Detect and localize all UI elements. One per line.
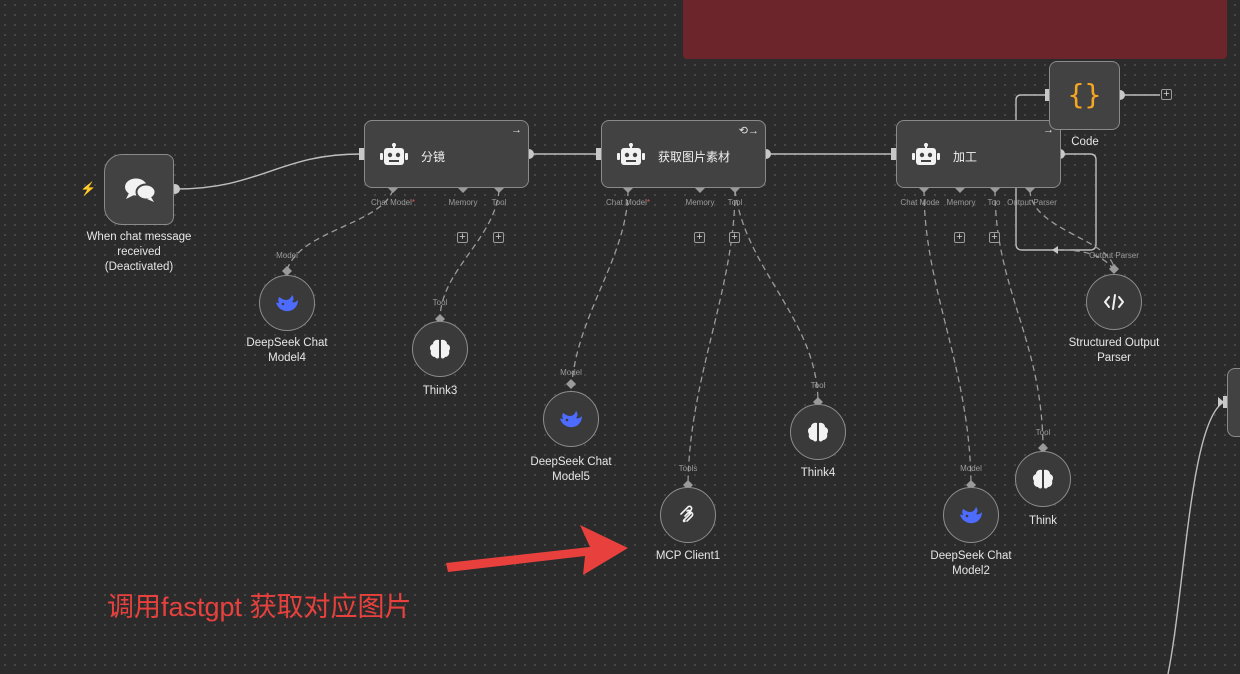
add-next-node-button[interactable]: + xyxy=(1161,89,1172,100)
subnode-port-label: Output Parser xyxy=(1089,251,1139,260)
port-label-chat-model: Chat Model* xyxy=(370,198,416,207)
dash-agent3-parser xyxy=(1029,189,1115,271)
add-memory-button[interactable]: + xyxy=(954,232,965,243)
dash-agent2-tool xyxy=(734,189,819,404)
dash-agent3-tool xyxy=(994,189,1044,451)
agent-node-process[interactable]: 加工 → xyxy=(896,120,1061,188)
subnode-port-label: Model xyxy=(276,251,298,260)
think-node[interactable] xyxy=(1015,451,1071,507)
add-memory-button[interactable]: + xyxy=(694,232,705,243)
dash-agent1-model xyxy=(286,189,394,271)
chat-trigger-node[interactable] xyxy=(104,154,174,225)
agent-title: 获取图片素材 xyxy=(658,150,731,164)
port-label-tool: Tool xyxy=(727,198,743,207)
deepseek-whale-icon xyxy=(960,507,982,524)
add-memory-button[interactable]: + xyxy=(457,232,468,243)
subnode-port-label: Model xyxy=(560,368,582,377)
partial-node-right[interactable] xyxy=(1227,368,1240,437)
code-node[interactable]: {} xyxy=(1049,61,1120,130)
subnode-port-label: Tool xyxy=(1035,428,1051,437)
structured-output-parser-node[interactable] xyxy=(1086,274,1142,330)
add-tool-button[interactable]: + xyxy=(729,232,740,243)
chat-bubbles-icon xyxy=(125,178,157,202)
subnode-port-label: Tool xyxy=(810,381,826,390)
add-tool-button[interactable]: + xyxy=(989,232,1000,243)
subnode-port-label: Tool xyxy=(432,298,448,307)
agent-node-fetch-images[interactable]: 获取图片素材 ⟲→ xyxy=(601,120,766,188)
dash-agent1-tool xyxy=(439,189,500,321)
annotation-arrow xyxy=(446,525,628,575)
subnode-label: Think4 xyxy=(800,467,836,479)
connection-right-edge xyxy=(1167,401,1225,674)
code-tag-icon xyxy=(1104,294,1124,310)
mcp-icon xyxy=(680,505,694,523)
code-node-label: Code xyxy=(1071,136,1099,148)
port-label-chat-model: Chat Mode xyxy=(900,198,940,207)
port-label-memory: Memory xyxy=(946,198,976,207)
add-tool-button[interactable]: + xyxy=(493,232,504,243)
robot-icon xyxy=(380,143,408,165)
brain-icon xyxy=(429,339,451,359)
deepseek-model2-node[interactable] xyxy=(943,487,999,543)
dash-agent3-model xyxy=(923,189,972,489)
subnode-port-label: Tools xyxy=(678,464,698,473)
arrow-right-icon: → xyxy=(1043,124,1054,136)
mcp-client1-node[interactable] xyxy=(660,487,716,543)
port-label-chat-model: Chat Model* xyxy=(605,198,651,207)
think4-node[interactable] xyxy=(790,404,846,460)
arrow-right-icon: → xyxy=(511,124,522,136)
port-label-output-parser: Output Parser xyxy=(1007,198,1057,207)
loop-arrow-icon: ⟲→ xyxy=(738,125,759,137)
error-banner xyxy=(683,0,1227,59)
subnode-label: DeepSeek Chat Model5 xyxy=(530,456,612,483)
connection-trigger-to-agent1 xyxy=(175,153,361,190)
subnode-label: Think3 xyxy=(422,385,458,397)
subnode-label: MCP Client1 xyxy=(655,550,721,562)
dash-agent2-tools xyxy=(687,189,736,489)
port-label-memory: Memory xyxy=(685,198,715,207)
connection-agent3-to-code xyxy=(1015,94,1060,155)
subnode-port-label: Model xyxy=(960,464,982,473)
port-label-tool: Tool xyxy=(491,198,507,207)
dash-agent2-model xyxy=(570,189,629,401)
subnode-label: Structured Output Parser xyxy=(1068,337,1160,364)
subnode-label: Think xyxy=(1028,515,1058,527)
annotation-text: 调用fastgpt 获取对应图片 xyxy=(107,592,412,622)
deepseek-whale-icon xyxy=(560,411,582,428)
brain-icon xyxy=(807,422,829,442)
deepseek-model5-node[interactable] xyxy=(543,391,599,447)
agent-title: 分镜 xyxy=(421,150,446,164)
port-label-tool: Too xyxy=(987,198,1001,207)
subnode-label: DeepSeek Chat Model4 xyxy=(246,337,328,364)
curly-braces-icon: {} xyxy=(1067,78,1102,111)
port-label-memory: Memory xyxy=(448,198,478,207)
robot-icon xyxy=(912,143,940,165)
trigger-label: When chat message received (Deactivated) xyxy=(86,231,192,273)
brain-icon xyxy=(1032,469,1054,489)
dash-parser-loop xyxy=(1057,249,1115,271)
think3-node[interactable] xyxy=(412,321,468,377)
subnode-label: DeepSeek Chat Model2 xyxy=(930,550,1012,577)
deepseek-whale-icon xyxy=(276,295,298,312)
robot-icon xyxy=(617,143,645,165)
agent-title: 加工 xyxy=(953,150,978,164)
trigger-bolt-icon: ⚡ xyxy=(80,181,97,196)
deepseek-model4-node[interactable] xyxy=(259,275,315,331)
agent-node-storyboard[interactable]: 分镜 → xyxy=(364,120,529,188)
connection-agent3-loop xyxy=(1015,153,1097,251)
